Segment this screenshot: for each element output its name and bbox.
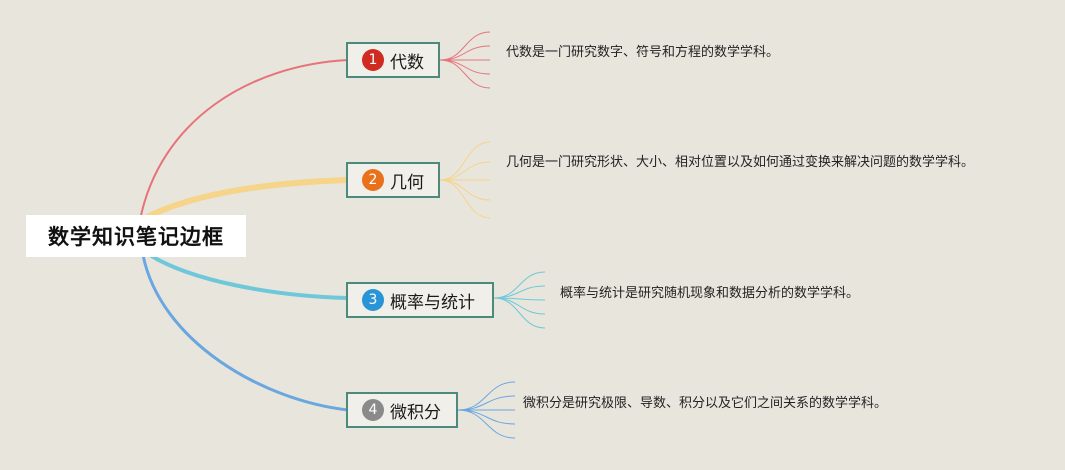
link-algebra [139, 59, 349, 221]
fan-line [439, 179, 491, 219]
fan-probability [493, 271, 546, 329]
link-geometry [143, 177, 349, 221]
topic-node-probability[interactable]: 3 概率与统计 [346, 282, 494, 318]
number-badge-icon: 1 [362, 49, 384, 71]
topic-label: 几何 [390, 172, 424, 193]
fan-calculus [457, 381, 516, 439]
fan-line [493, 285, 546, 299]
number-badge-icon: 3 [362, 289, 384, 311]
link-probability [148, 253, 349, 300]
root-node[interactable]: 数学知识笔记边框 [26, 215, 246, 257]
number-badge-icon: 2 [362, 169, 384, 191]
fan-line [439, 179, 491, 201]
fan-line [457, 409, 516, 439]
topic-node-algebra[interactable]: 1 代数 [346, 42, 440, 78]
fan-line [439, 141, 491, 181]
topic-node-geometry[interactable]: 2 几何 [346, 162, 440, 198]
root-title: 数学知识笔记边框 [48, 225, 224, 249]
link-calculus [141, 254, 349, 412]
number-badge-icon: 4 [362, 399, 384, 421]
description-geometry: 几何是一门研究形状、大小、相对位置以及如何通过变换来解决问题的数学学科。 [506, 155, 975, 170]
fan-line [457, 409, 516, 425]
fan-geometry [439, 141, 491, 219]
fan-algebra [439, 31, 491, 89]
fan-line [439, 45, 491, 61]
topic-label: 微积分 [390, 402, 441, 423]
description-probability: 概率与统计是研究随机现象和数据分析的数学学科。 [560, 286, 860, 301]
fan-line [457, 395, 516, 411]
fan-line [439, 161, 491, 181]
fan-line [439, 59, 491, 89]
description-algebra: 代数是一门研究数字、符号和方程的数学学科。 [506, 45, 780, 60]
fan-line [439, 59, 491, 75]
fan-line [493, 271, 546, 299]
fan-line [493, 297, 546, 329]
description-calculus: 微积分是研究极限、导数、积分以及它们之间关系的数学学科。 [523, 396, 888, 411]
topic-node-calculus[interactable]: 4 微积分 [346, 392, 458, 428]
topic-label: 代数 [390, 52, 424, 73]
topic-label: 概率与统计 [390, 292, 475, 313]
